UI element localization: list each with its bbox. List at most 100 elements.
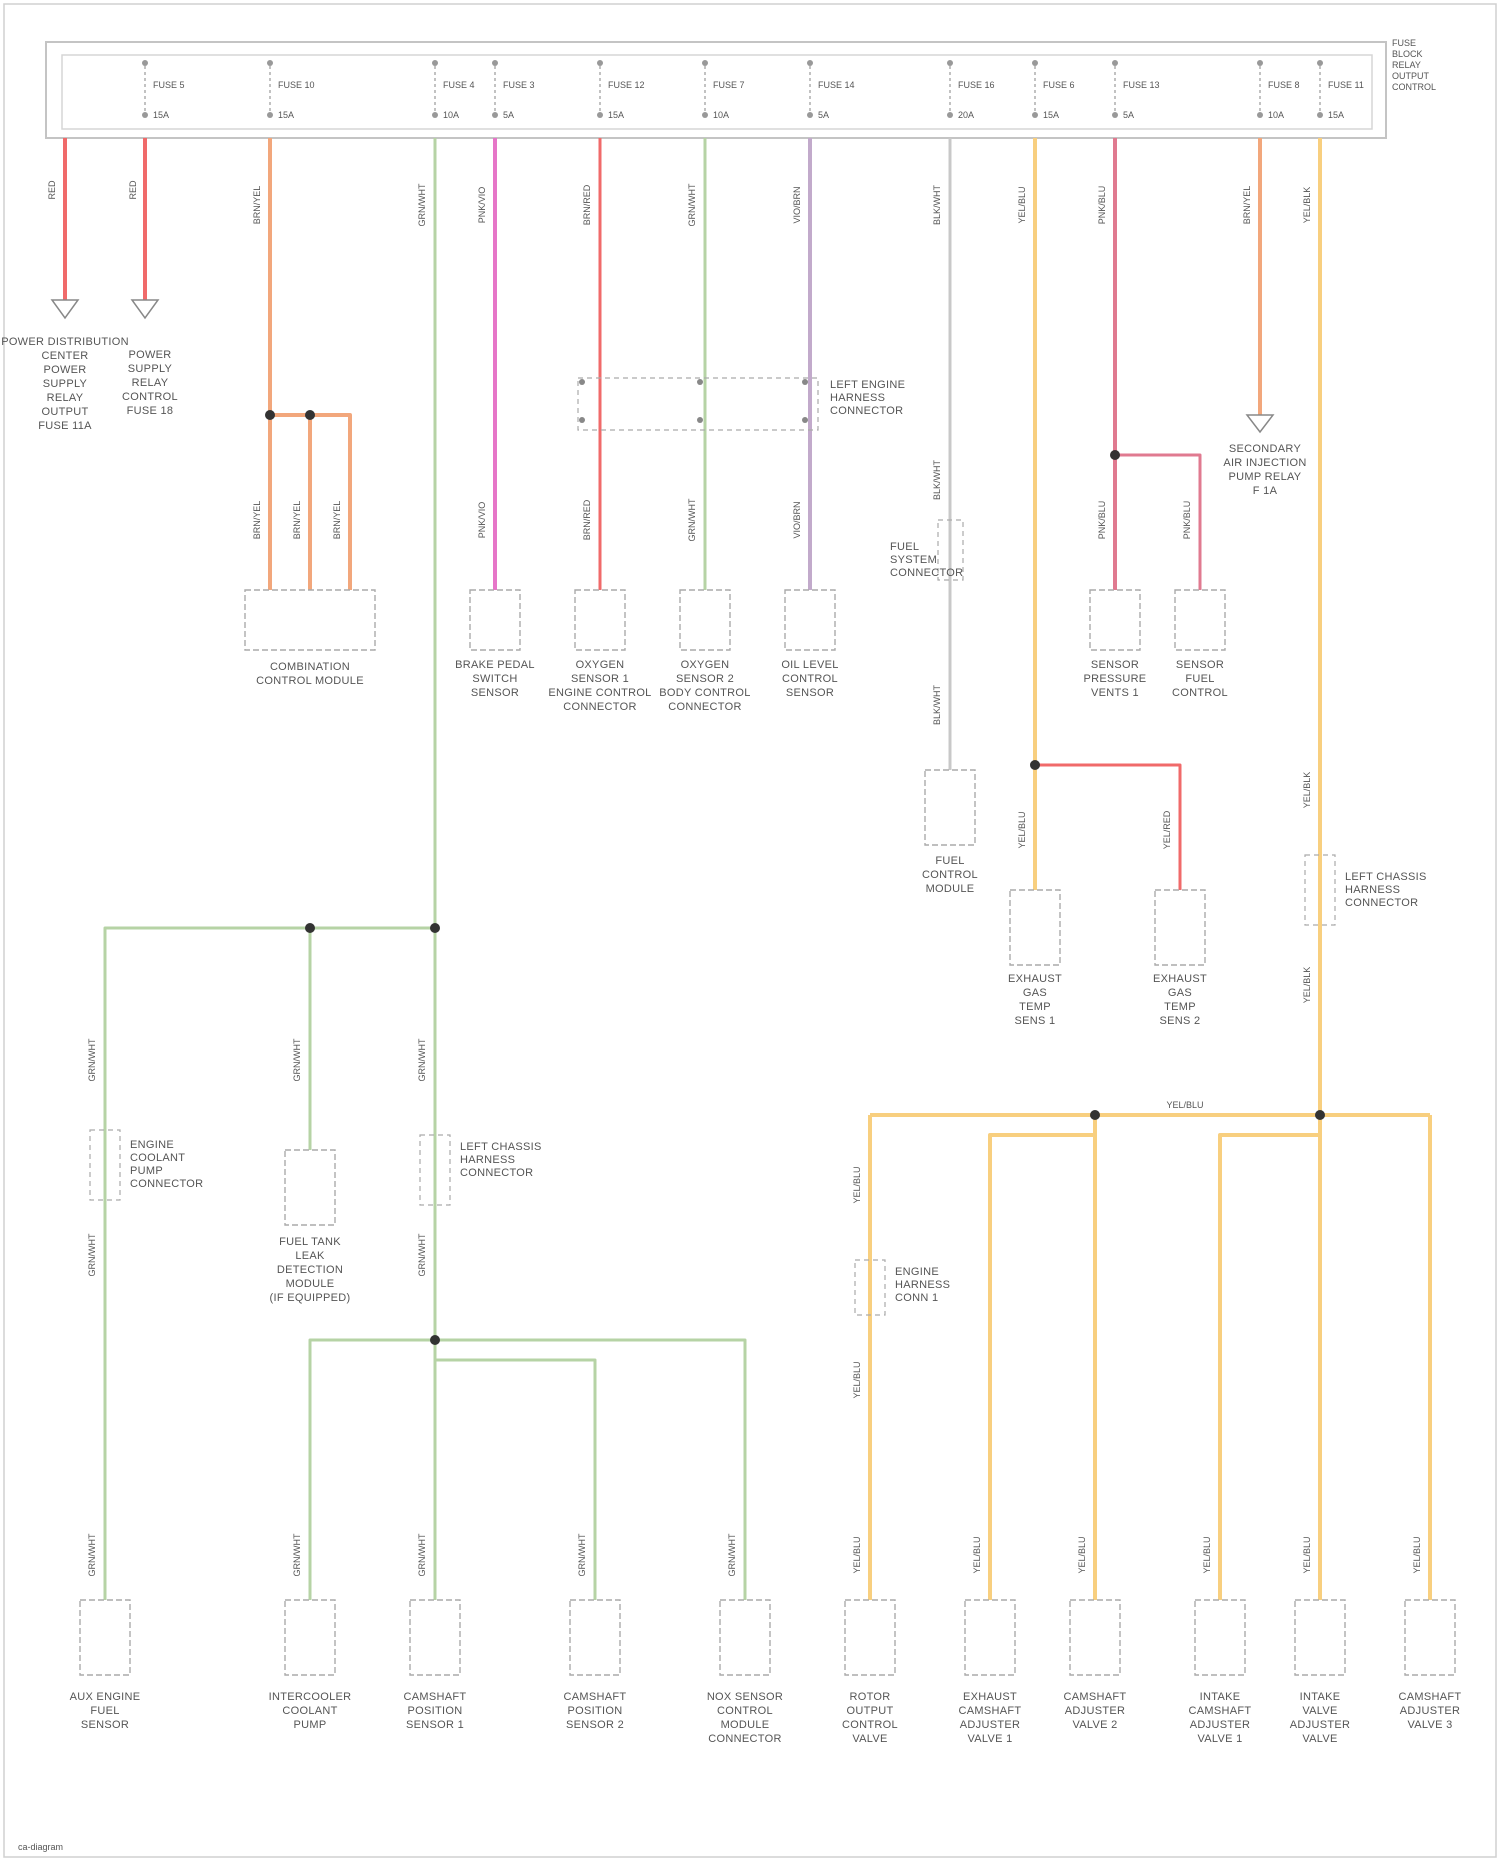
wire-color-label: GRN/WHT	[292, 1533, 302, 1576]
fuse-terminal	[1317, 112, 1323, 118]
wire-color-label: VIO/BRN	[792, 501, 802, 538]
fuse-terminal	[432, 112, 438, 118]
wire-color-label: YEL/BLU	[1017, 811, 1027, 848]
fuse-amp: 20A	[958, 110, 974, 120]
wire-color-label: GRN/WHT	[687, 183, 697, 226]
wire-color-label: GRN/WHT	[417, 1233, 427, 1276]
fuse-name: FUSE 14	[818, 80, 855, 90]
component-label: OIL LEVELCONTROLSENSOR	[781, 659, 838, 699]
fuse-terminal	[1257, 60, 1263, 66]
wire-color-label: YEL/BLU	[852, 1166, 862, 1203]
fuse-amp: 15A	[278, 110, 294, 120]
fuse-name: FUSE 13	[1123, 80, 1160, 90]
wire-color-label: GRN/WHT	[292, 1038, 302, 1081]
fuse-amp: 15A	[1043, 110, 1059, 120]
wire-green-b3	[435, 1340, 745, 1600]
fuse-name: FUSE 6	[1043, 80, 1075, 90]
component-box	[285, 1600, 335, 1675]
fuse-name: FUSE 8	[1268, 80, 1300, 90]
component-label: FUELCONTROLMODULE	[922, 855, 978, 895]
component-label: INTAKECAMSHAFTADJUSTERVALVE 1	[1189, 1691, 1252, 1745]
component-box	[575, 590, 625, 650]
wire-orange-branch	[270, 415, 310, 590]
wire-color-label: BRN/YEL	[292, 501, 302, 540]
wire-color-label: BRN/YEL	[1242, 186, 1252, 225]
component-box	[1175, 590, 1225, 650]
fuse-name: FUSE 10	[278, 80, 315, 90]
wire-orange-branch	[310, 415, 350, 590]
fuse-terminal	[807, 60, 813, 66]
fuse-name: FUSE 12	[608, 80, 645, 90]
wire-color-label: GRN/WHT	[577, 1533, 587, 1576]
fuse-terminal	[947, 60, 953, 66]
fuse-amp: 5A	[503, 110, 514, 120]
fuse-name: FUSE 11	[1328, 80, 1364, 90]
component-box	[1195, 1600, 1245, 1675]
splice-dot	[1110, 450, 1120, 460]
component-box	[570, 1600, 620, 1675]
component-box	[925, 770, 975, 845]
wire-color-label: BRN/YEL	[252, 186, 262, 225]
wire-color-label: YEL/BLK	[1302, 967, 1312, 1004]
wire-yellow-drop	[990, 1115, 1095, 1600]
component-box	[1090, 590, 1140, 650]
splice-dot	[265, 410, 275, 420]
splice-dot	[1030, 760, 1040, 770]
fuse-name: FUSE 5	[153, 80, 185, 90]
fuse-terminal	[1112, 112, 1118, 118]
wire-color-label: RED	[47, 180, 57, 200]
wire-color-label: YEL/BLK	[1302, 772, 1312, 809]
connector-pin	[802, 379, 808, 385]
fuse-amp: 10A	[1268, 110, 1284, 120]
wire-color-label: BRN/YEL	[332, 501, 342, 540]
fuse-terminal	[1032, 112, 1038, 118]
wire-color-label: YEL/BLK	[1302, 187, 1312, 224]
wire-color-label: GRN/WHT	[87, 1038, 97, 1081]
wire-color-label: YEL/BLU	[1412, 1536, 1422, 1573]
fuse-terminal	[142, 60, 148, 66]
fuse-name: FUSE 4	[443, 80, 475, 90]
component-label: CAMSHAFTADJUSTERVALVE 2	[1064, 1691, 1127, 1731]
wire-color-label: PNK/VIO	[477, 502, 487, 539]
fuse-terminal	[267, 112, 273, 118]
bus-label: YEL/BLU	[1166, 1100, 1203, 1110]
fuse-amp: 10A	[443, 110, 459, 120]
component-label: OXYGENSENSOR 1ENGINE CONTROLCONNECTOR	[548, 659, 651, 713]
fuse-amp: 15A	[153, 110, 169, 120]
wire-color-label: GRN/WHT	[87, 1233, 97, 1276]
wire-color-label: YEL/BLU	[1202, 1536, 1212, 1573]
wire-color-label: PNK/BLU	[1182, 501, 1192, 540]
component-box	[720, 1600, 770, 1675]
fuse-amp: 15A	[608, 110, 624, 120]
fuse-terminal	[702, 60, 708, 66]
wire-color-label: YEL/RED	[1162, 810, 1172, 849]
component-box	[965, 1600, 1015, 1675]
fuse-terminal	[1032, 60, 1038, 66]
fuse-amp: 5A	[818, 110, 829, 120]
components: COMBINATIONCONTROL MODULEBRAKE PEDALSWIT…	[70, 590, 1462, 1745]
wire-color-label: PNK/VIO	[477, 187, 487, 224]
connector-label: FUELSYSTEMCONNECTOR	[890, 541, 963, 579]
fuse-terminal	[432, 60, 438, 66]
connector-label: LEFT ENGINEHARNESSCONNECTOR	[830, 379, 905, 417]
component-label: EXHAUSTGASTEMPSENS 2	[1153, 973, 1207, 1027]
wire-green-b2	[435, 1360, 595, 1600]
component-box	[680, 590, 730, 650]
component-label: OXYGENSENSOR 2BODY CONTROLCONNECTOR	[659, 659, 750, 713]
fuse-terminal	[597, 60, 603, 66]
wire-color-label: YEL/BLU	[1077, 1536, 1087, 1573]
